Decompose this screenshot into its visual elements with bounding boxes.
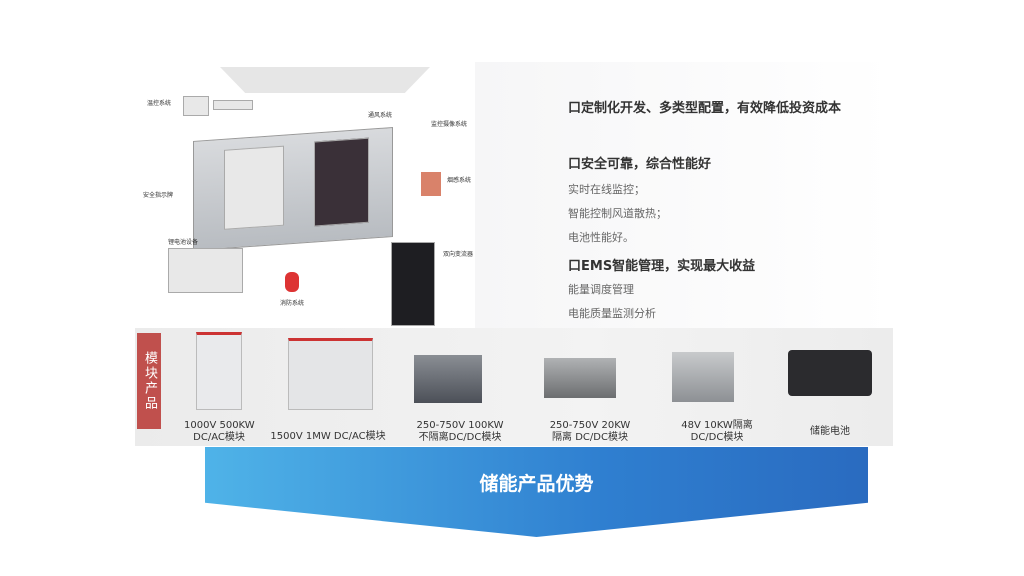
energy-storage-container-diagram: 温控系统 通风系统 监控摄像系统 安全指示牌 烟感系统 锂电池设备 消防系统 双…: [135, 62, 475, 328]
product-image-4: [544, 358, 616, 398]
product-label-6: 储能电池: [810, 426, 850, 437]
advantage-heading-3: 口EMS智能管理，实现最大收益: [568, 259, 756, 274]
label-temp-control: 温控系统: [147, 100, 172, 107]
label-smoke: 烟感系统: [447, 177, 472, 184]
label-camera: 监控摄像系统: [431, 121, 468, 128]
module-products-strip: [135, 328, 893, 446]
advantages-panel: [475, 62, 893, 328]
ceiling-illustration: [220, 67, 430, 93]
container-illustration: [193, 127, 393, 251]
label-safety-sign: 安全指示牌: [143, 192, 174, 199]
fire-extinguisher-illustration: [285, 272, 299, 292]
label-ventilation: 通风系统: [368, 112, 393, 119]
product-image-2: [288, 338, 373, 410]
converter-illustration: [391, 242, 435, 326]
module-products-tag: 模块产品: [137, 333, 161, 429]
advantage-item: 电池性能好。: [568, 231, 634, 244]
advantage-heading-2: 口安全可靠，综合性能好: [568, 157, 712, 172]
ac-unit-illustration: [183, 96, 209, 116]
advantage-item: 电能质量监测分析: [568, 307, 656, 320]
label-battery: 锂电池设备: [168, 239, 199, 246]
label-converter: 双向变流器: [443, 251, 474, 258]
product-image-6: [788, 350, 872, 396]
advantage-item: 能量调度管理: [568, 283, 634, 296]
product-image-5: [672, 352, 734, 402]
product-image-1: [196, 332, 242, 410]
product-image-3: [414, 355, 482, 403]
advantage-item: 实时在线监控；: [568, 183, 645, 196]
product-label-2: 1500V 1MW DC/AC模块: [270, 431, 386, 442]
advantage-heading-1: 口定制化开发、多类型配置，有效降低投资成本: [568, 101, 842, 116]
battery-cabinet-illustration: [168, 248, 243, 293]
advantage-item: 智能控制风道散热；: [568, 207, 667, 220]
label-fire: 消防系统: [280, 300, 305, 307]
banner-title: 储能产品优势: [479, 473, 594, 495]
smoke-sensor-illustration: [421, 172, 441, 196]
title-banner: 储能产品优势: [205, 447, 868, 537]
